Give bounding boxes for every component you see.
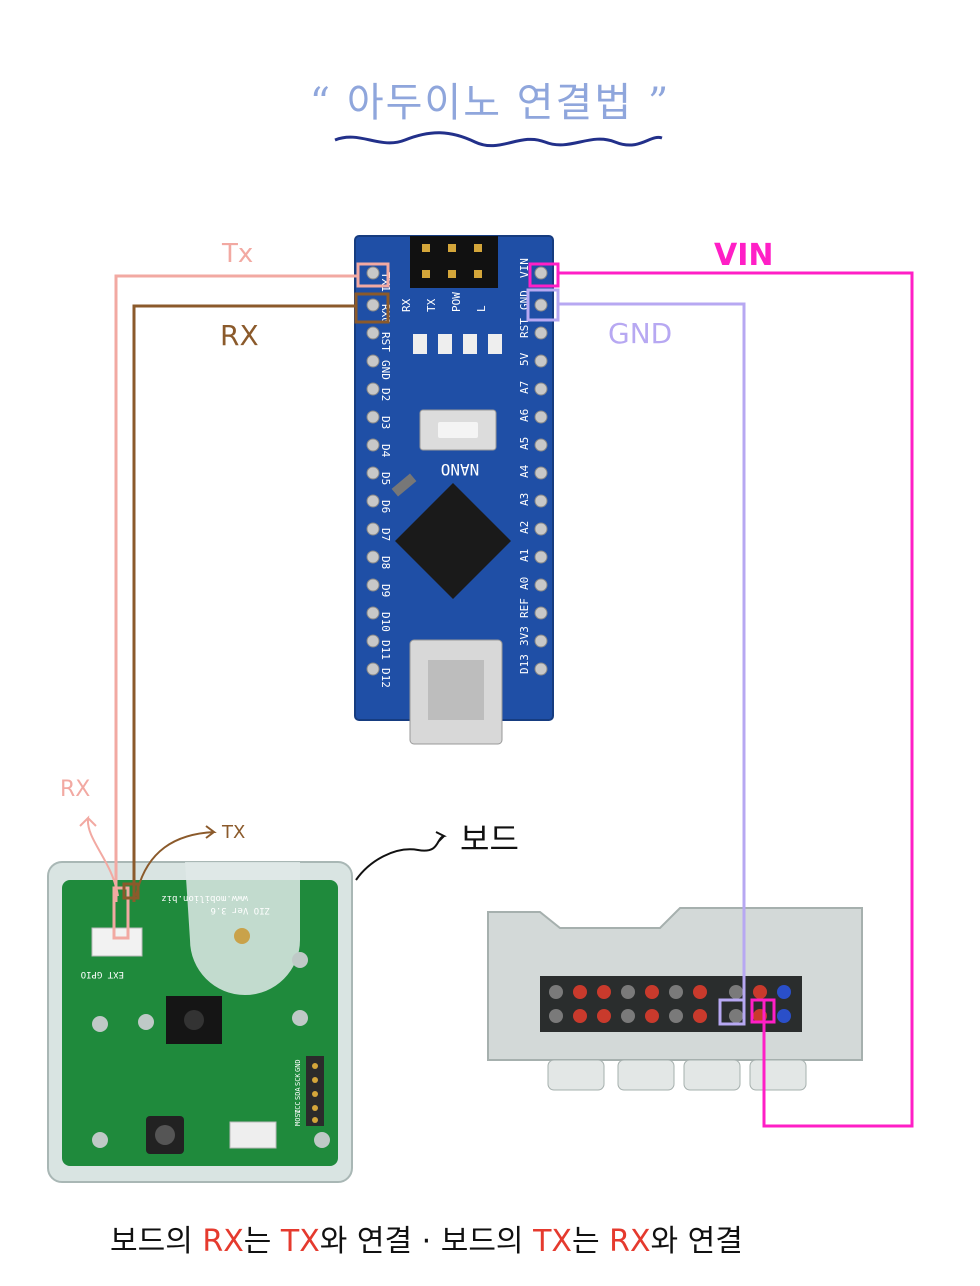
pin-label: D6	[379, 500, 392, 513]
caption-rx: RX	[609, 1224, 651, 1259]
pin-label: D4	[379, 444, 392, 458]
board-silk-version: ZIO Ver 3.6	[210, 905, 270, 915]
nano-right-pin-row	[534, 266, 548, 676]
pin-label: D13	[518, 654, 531, 674]
pin-label: A5	[518, 437, 531, 450]
nano-left-pin-row	[366, 266, 380, 676]
board-silk-gpio: EXT GPIO	[81, 969, 124, 979]
module-gnd-highlight	[718, 998, 746, 1026]
board-label: 보드	[460, 820, 519, 858]
pin-label: D3	[379, 416, 392, 429]
board-pin-highlight-tx	[112, 886, 130, 940]
small-connector	[229, 1121, 277, 1149]
close-quote: ”	[647, 80, 671, 126]
title-underline	[334, 131, 663, 148]
gnd-wire	[558, 302, 746, 1002]
led-label: POW	[450, 292, 463, 312]
pin-label: A3	[518, 493, 531, 506]
board-side-pin-labels: GND SCK SDA VCC MOSI	[294, 1059, 302, 1126]
caption-part: 와 연결	[650, 1224, 743, 1259]
caption-part: 보드의	[110, 1224, 203, 1259]
nano-label: NANO	[441, 460, 480, 479]
atmega-chip	[395, 483, 511, 599]
zio-board	[47, 861, 353, 1183]
nano-rx-highlight	[354, 292, 390, 324]
pin-label: A1	[518, 549, 531, 562]
pin-label: TX1	[379, 272, 392, 292]
rx-pin-label: RX	[60, 777, 90, 802]
vin-wire	[558, 271, 914, 1128]
nano-led-labels: RX TX POW L	[400, 292, 488, 312]
pin-label: 3V3	[518, 626, 531, 646]
rx-pin-arrow	[79, 815, 119, 897]
pin-label: A4	[518, 464, 531, 478]
led-label: L	[475, 305, 488, 312]
pin-label: VIN	[518, 258, 531, 278]
pin-label: 5V	[518, 352, 531, 366]
icsp-header	[410, 236, 498, 288]
module-ports	[547, 1059, 807, 1091]
arduino-nano	[354, 235, 554, 745]
pin-label: D5	[379, 472, 392, 485]
pin-label: D9	[379, 584, 392, 597]
led-label: RX	[400, 298, 413, 312]
caption-rx: RX	[202, 1224, 244, 1259]
pin-label: D12	[379, 668, 392, 688]
pin-label: A7	[518, 381, 531, 394]
pin-label: D11	[379, 640, 392, 660]
side-pin-label: MOSI	[294, 1109, 302, 1126]
side-pin-label: SCK	[294, 1073, 302, 1086]
pin-label: D10	[379, 612, 392, 632]
ext-gpio-connector	[91, 927, 143, 957]
side-pin-label: SDA	[294, 1087, 302, 1100]
nano-leds	[413, 334, 502, 354]
caption-part: 는	[571, 1224, 610, 1259]
pin-label: A6	[518, 409, 531, 422]
pin-label: D2	[379, 388, 392, 401]
page-title: “ 아두이노 연결법 ”	[0, 70, 980, 128]
sensor-module	[487, 907, 863, 1091]
nano-right-pin-labels: VIN GND RST 5V A7 A6 A5 A4 A3 A2 A1 A0 R…	[518, 258, 531, 674]
open-quote: “	[309, 80, 333, 126]
pin-label: REF	[518, 598, 531, 618]
pin-label: D8	[379, 556, 392, 569]
tx-pin-arrow	[135, 825, 217, 897]
board-arrow	[355, 831, 447, 881]
gnd-wire-label: GND	[608, 317, 672, 350]
rx-wire	[132, 304, 356, 902]
pin-label: RST	[518, 318, 531, 338]
pin-label: GND	[379, 360, 392, 380]
pin-label: A2	[518, 521, 531, 534]
led-label: TX	[425, 298, 438, 312]
bottom-caption: 보드의 RX는 TX와 연결 · 보드의 TX는 RX와 연결	[110, 1216, 870, 1260]
tx-wire	[114, 274, 358, 902]
side-pin-label: VCC	[294, 1101, 302, 1114]
caption-part: 는	[243, 1224, 281, 1259]
nano-vin-highlight	[528, 262, 560, 288]
caption-tx: TX	[533, 1224, 572, 1259]
side-pin-label: GND	[294, 1059, 302, 1072]
pin-label: A0	[518, 577, 531, 590]
module-vin-highlight	[750, 998, 776, 1024]
pin-label: RST	[379, 332, 392, 352]
crystal	[391, 473, 417, 497]
vin-wire-label: VIN	[714, 238, 774, 273]
tx-wire-label: Tx	[221, 239, 253, 269]
title-text: 아두이노 연결법	[346, 80, 634, 126]
pin-label: D7	[379, 528, 392, 541]
nano-left-pin-labels: TX1 RX0 RST GND D2 D3 D4 D5 D6 D7 D8 D9 …	[379, 272, 392, 688]
rx-wire-label: RX	[220, 319, 259, 352]
tx-pin-label: TX	[221, 822, 245, 843]
caption-part: 와 연결 · 보드의	[319, 1224, 534, 1259]
caption-tx: TX	[280, 1224, 320, 1259]
board-silk-url: www.mobilion.biz	[161, 893, 248, 903]
